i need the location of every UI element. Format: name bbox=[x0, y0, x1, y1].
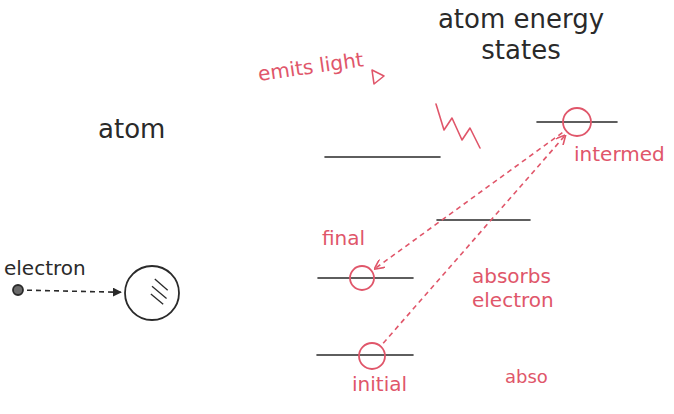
state-label: final bbox=[322, 226, 365, 250]
initial-state: initial bbox=[358, 342, 386, 370]
state-label: initial bbox=[352, 372, 407, 396]
light-squiggle bbox=[436, 104, 480, 148]
circle-outline bbox=[349, 265, 375, 291]
circle-outline bbox=[562, 107, 592, 137]
absorption-note: absorbs electron bbox=[472, 264, 572, 312]
energy-level bbox=[437, 219, 530, 221]
state-label: atom bbox=[98, 114, 165, 145]
transition-arrow bbox=[27, 290, 121, 292]
energy-level bbox=[318, 277, 413, 279]
energy-level bbox=[537, 121, 617, 123]
light-arrowhead bbox=[372, 70, 384, 84]
scribble-note: abso bbox=[505, 366, 548, 388]
circle-outline bbox=[12, 284, 24, 296]
state-label: electron bbox=[4, 256, 86, 280]
circle-outline bbox=[124, 265, 180, 321]
intermediate-state: intermed bbox=[562, 107, 592, 137]
energy-level bbox=[317, 354, 413, 356]
heading: atom energy states bbox=[436, 4, 606, 66]
state-label: intermed bbox=[574, 142, 665, 166]
transition-arrow bbox=[383, 136, 565, 344]
emission-note: emits light bbox=[256, 47, 365, 86]
atom-circle: atom bbox=[124, 265, 180, 321]
transition-arrow bbox=[375, 133, 562, 269]
circle-outline bbox=[358, 342, 386, 370]
final-state: final bbox=[349, 265, 375, 291]
energy-level bbox=[325, 156, 440, 158]
electron-dot: electron bbox=[12, 284, 24, 296]
